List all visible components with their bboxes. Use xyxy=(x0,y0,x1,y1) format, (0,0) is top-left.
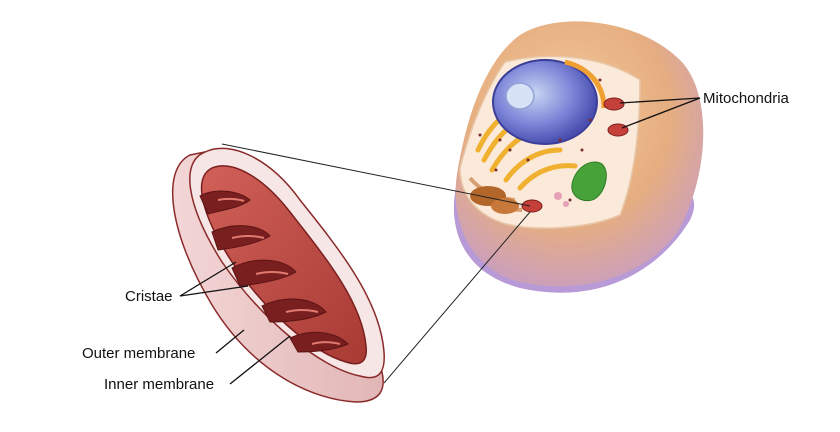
label-outer-membrane: Outer membrane xyxy=(82,345,195,362)
label-cristae: Cristae xyxy=(125,288,173,305)
cell-mitochondrion-3 xyxy=(521,199,543,213)
cell-mitochondrion-1 xyxy=(603,97,625,111)
nucleus xyxy=(492,59,598,145)
nucleolus xyxy=(505,82,535,110)
leader-lines xyxy=(179,97,701,385)
green-organelle xyxy=(571,161,607,202)
mitochondrion-cutaway-icon xyxy=(172,147,385,403)
cell-mitochondrion-2 xyxy=(607,123,629,137)
ribosome-dots xyxy=(478,78,602,202)
cristae-highlights xyxy=(217,197,341,345)
label-mitochondria: Mitochondria xyxy=(703,90,790,107)
animal-cell-icon xyxy=(453,21,704,293)
vesicles xyxy=(554,192,569,207)
smooth-er-cluster xyxy=(470,186,519,214)
label-inner-membrane: Inner membrane xyxy=(104,376,214,393)
zoom-lines xyxy=(221,143,531,384)
